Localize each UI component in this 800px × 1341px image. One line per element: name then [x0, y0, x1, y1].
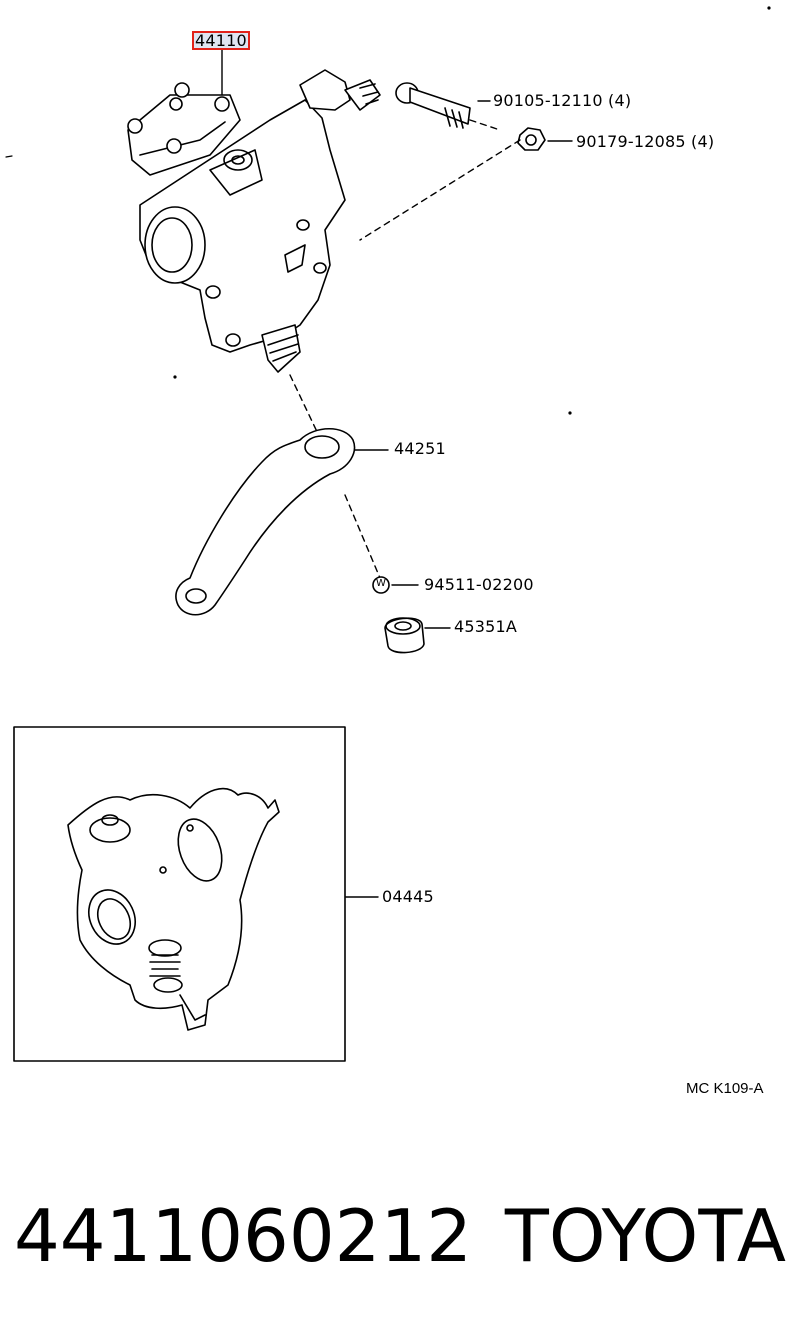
part-number: 4411060212	[14, 1194, 473, 1278]
callout-bolt: 90105-12110 (4)	[493, 91, 632, 110]
diagram-reference-code: MC K109-A	[686, 1080, 764, 1097]
callout-pitman-nut: 45351A	[454, 617, 518, 636]
repair-kit-frame	[13, 726, 346, 1062]
mounting-nut	[517, 127, 546, 151]
callout-repair-kit: 04445	[382, 887, 434, 906]
pitman-arm-nut	[384, 617, 425, 654]
repair-kit-parts	[67, 787, 280, 1031]
pitman-arm	[175, 428, 356, 616]
washer-symbol: W	[376, 578, 387, 589]
footer-caption: 4411060212 TOYOTA	[14, 1196, 786, 1276]
lock-washer	[372, 576, 390, 594]
callout-steering-gear: 44110	[192, 31, 250, 50]
callout-pitman-arm: 44251	[394, 439, 446, 458]
callout-washer: 94511-02200	[424, 575, 534, 594]
brand-name: TOYOTA	[504, 1194, 786, 1278]
steering-gear-housing	[127, 69, 381, 373]
callout-nut: 90179-12085 (4)	[576, 132, 715, 151]
cover-bolt	[127, 82, 230, 154]
mounting-bolt	[395, 82, 471, 129]
